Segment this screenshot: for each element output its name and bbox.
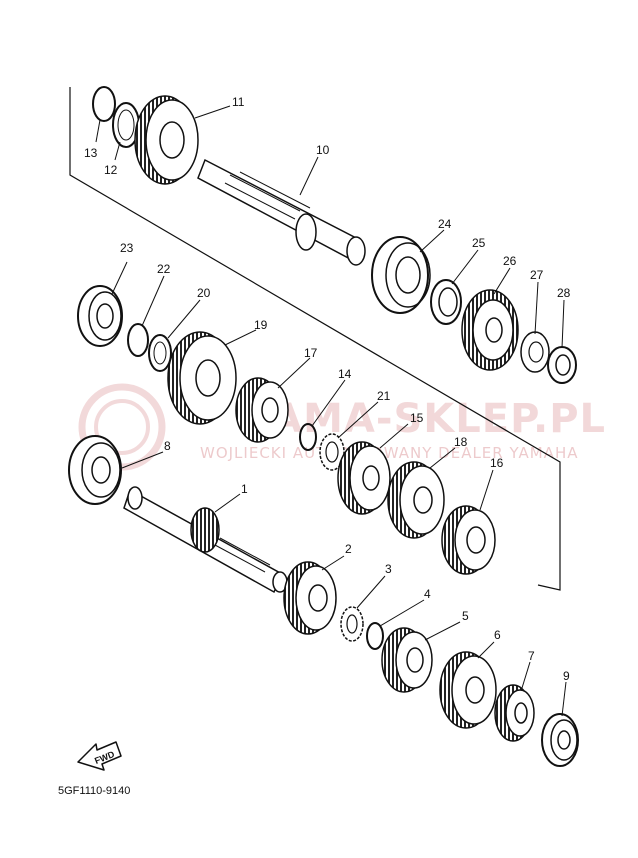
part-14-circlip bbox=[299, 423, 317, 451]
leader-lines bbox=[95, 105, 567, 717]
fwd-arrow-icon: FWD bbox=[77, 741, 122, 771]
part-18-gear bbox=[387, 461, 445, 539]
part-5-gear bbox=[381, 627, 433, 693]
part-3-washer bbox=[340, 606, 364, 642]
label-part-10: 10 bbox=[316, 143, 330, 157]
part-4-circlip bbox=[366, 622, 384, 650]
label-part-18: 18 bbox=[454, 435, 468, 449]
label-part-2: 2 bbox=[345, 542, 352, 556]
label-part-23: 23 bbox=[120, 241, 134, 255]
label-part-27: 27 bbox=[530, 268, 544, 282]
label-part-3: 3 bbox=[385, 562, 392, 576]
assembly-outline bbox=[69, 87, 561, 591]
label-part-20: 20 bbox=[197, 286, 211, 300]
part-22-circlip bbox=[127, 323, 149, 357]
label-part-12: 12 bbox=[104, 163, 118, 177]
part-labels: 13 12 11 10 24 25 26 27 28 23 22 20 19 1… bbox=[84, 95, 571, 683]
part-28-nut bbox=[547, 346, 577, 384]
part-9-bearing bbox=[541, 713, 579, 767]
label-part-16: 16 bbox=[490, 456, 504, 470]
part-1-main-axle bbox=[123, 486, 288, 594]
label-part-11: 11 bbox=[232, 95, 245, 109]
label-part-21: 21 bbox=[377, 389, 391, 403]
part-6-gear bbox=[439, 651, 497, 729]
label-part-17: 17 bbox=[304, 346, 318, 360]
part-13-circlip bbox=[92, 86, 116, 122]
part-7-gear bbox=[494, 684, 535, 742]
part-21-washer bbox=[319, 433, 345, 471]
label-part-1: 1 bbox=[241, 482, 248, 496]
label-part-14: 14 bbox=[338, 367, 352, 381]
part-8-bearing bbox=[68, 435, 122, 505]
diagram-code: 5GF1110-9140 bbox=[58, 785, 130, 797]
part-27-lock-washer bbox=[520, 331, 550, 373]
label-part-15: 15 bbox=[410, 411, 424, 425]
watermark: YAMA-SKLEP.PL WOJLIECKI AUTORYZOWANY DEA… bbox=[78, 383, 606, 471]
label-part-6: 6 bbox=[494, 628, 501, 642]
label-part-19: 19 bbox=[254, 318, 268, 332]
label-part-22: 22 bbox=[157, 262, 171, 276]
part-16-gear bbox=[441, 505, 496, 575]
part-24-bearing bbox=[371, 236, 431, 314]
part-25-oil-seal bbox=[430, 279, 462, 325]
watermark-subtitle: WOJLIECKI AUTORYZOWANY DEALER YAMAHA bbox=[200, 444, 578, 462]
part-15-gear bbox=[337, 441, 391, 515]
part-23-bearing bbox=[77, 285, 123, 347]
label-part-28: 28 bbox=[557, 286, 571, 300]
label-part-8: 8 bbox=[164, 439, 171, 453]
part-11-gear bbox=[134, 95, 199, 185]
label-part-7: 7 bbox=[528, 649, 535, 663]
label-part-13: 13 bbox=[84, 146, 98, 160]
label-part-24: 24 bbox=[438, 217, 452, 231]
label-part-25: 25 bbox=[472, 236, 486, 250]
label-part-26: 26 bbox=[503, 254, 517, 268]
label-part-9: 9 bbox=[563, 669, 570, 683]
part-17-gear bbox=[235, 377, 289, 443]
part-20-washer bbox=[148, 334, 172, 372]
watermark-brand: YAMA-SKLEP.PL bbox=[244, 396, 606, 442]
label-part-5: 5 bbox=[462, 609, 469, 623]
label-part-4: 4 bbox=[424, 587, 431, 601]
part-26-sprocket bbox=[461, 289, 519, 371]
part-19-gear bbox=[167, 331, 237, 425]
part-10-drive-axle bbox=[197, 158, 366, 266]
part-2-gear bbox=[283, 561, 337, 635]
